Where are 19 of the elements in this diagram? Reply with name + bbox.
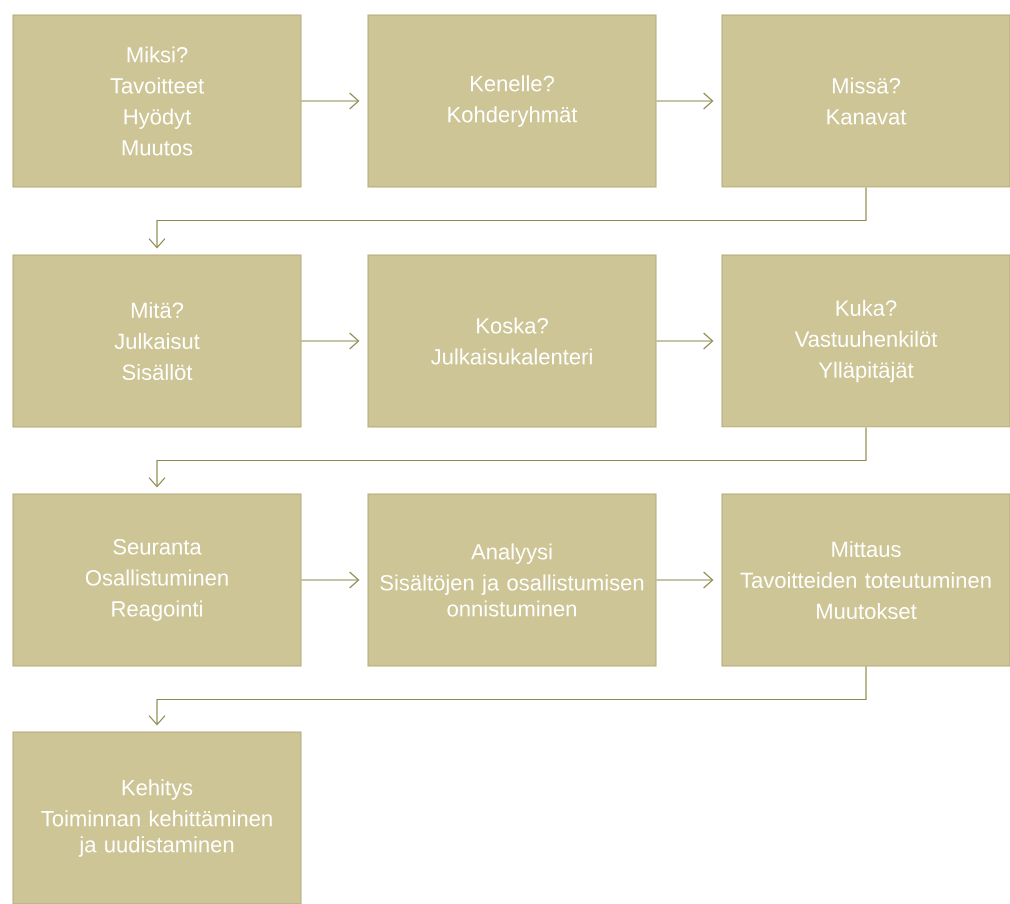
arrow xyxy=(300,571,360,589)
process-box: Analyysi Sisältöjen ja osallistumisen onnistuminen xyxy=(367,493,657,667)
arrow xyxy=(655,571,714,589)
process-box: Kehitys Toiminnan kehittäminen ja uudistaminen xyxy=(12,731,302,904)
process-box: Missä? Kanavat xyxy=(721,14,1010,188)
process-box: Seuranta Osallistuminen Reagointi xyxy=(12,493,302,667)
process-box: Mittaus Tavoitteiden toteutuminen Muutokset xyxy=(721,493,1010,667)
arrow xyxy=(148,426,867,488)
arrow xyxy=(655,332,714,350)
process-box: Miksi? Tavoitteet Hyödyt Muutos xyxy=(12,14,302,188)
process-box: Mitä? Julkaisut Sisällöt xyxy=(12,254,302,428)
arrow xyxy=(655,92,714,110)
process-box: Kuka? Vastuuhenkilöt Ylläpitäjät xyxy=(721,254,1010,428)
arrow xyxy=(300,332,360,350)
process-box: Kenelle? Kohderyhmät xyxy=(367,14,657,188)
arrow xyxy=(148,186,867,249)
arrow xyxy=(300,92,360,110)
process-box: Koska? Julkaisukalenteri xyxy=(367,254,657,428)
arrow xyxy=(148,665,867,726)
